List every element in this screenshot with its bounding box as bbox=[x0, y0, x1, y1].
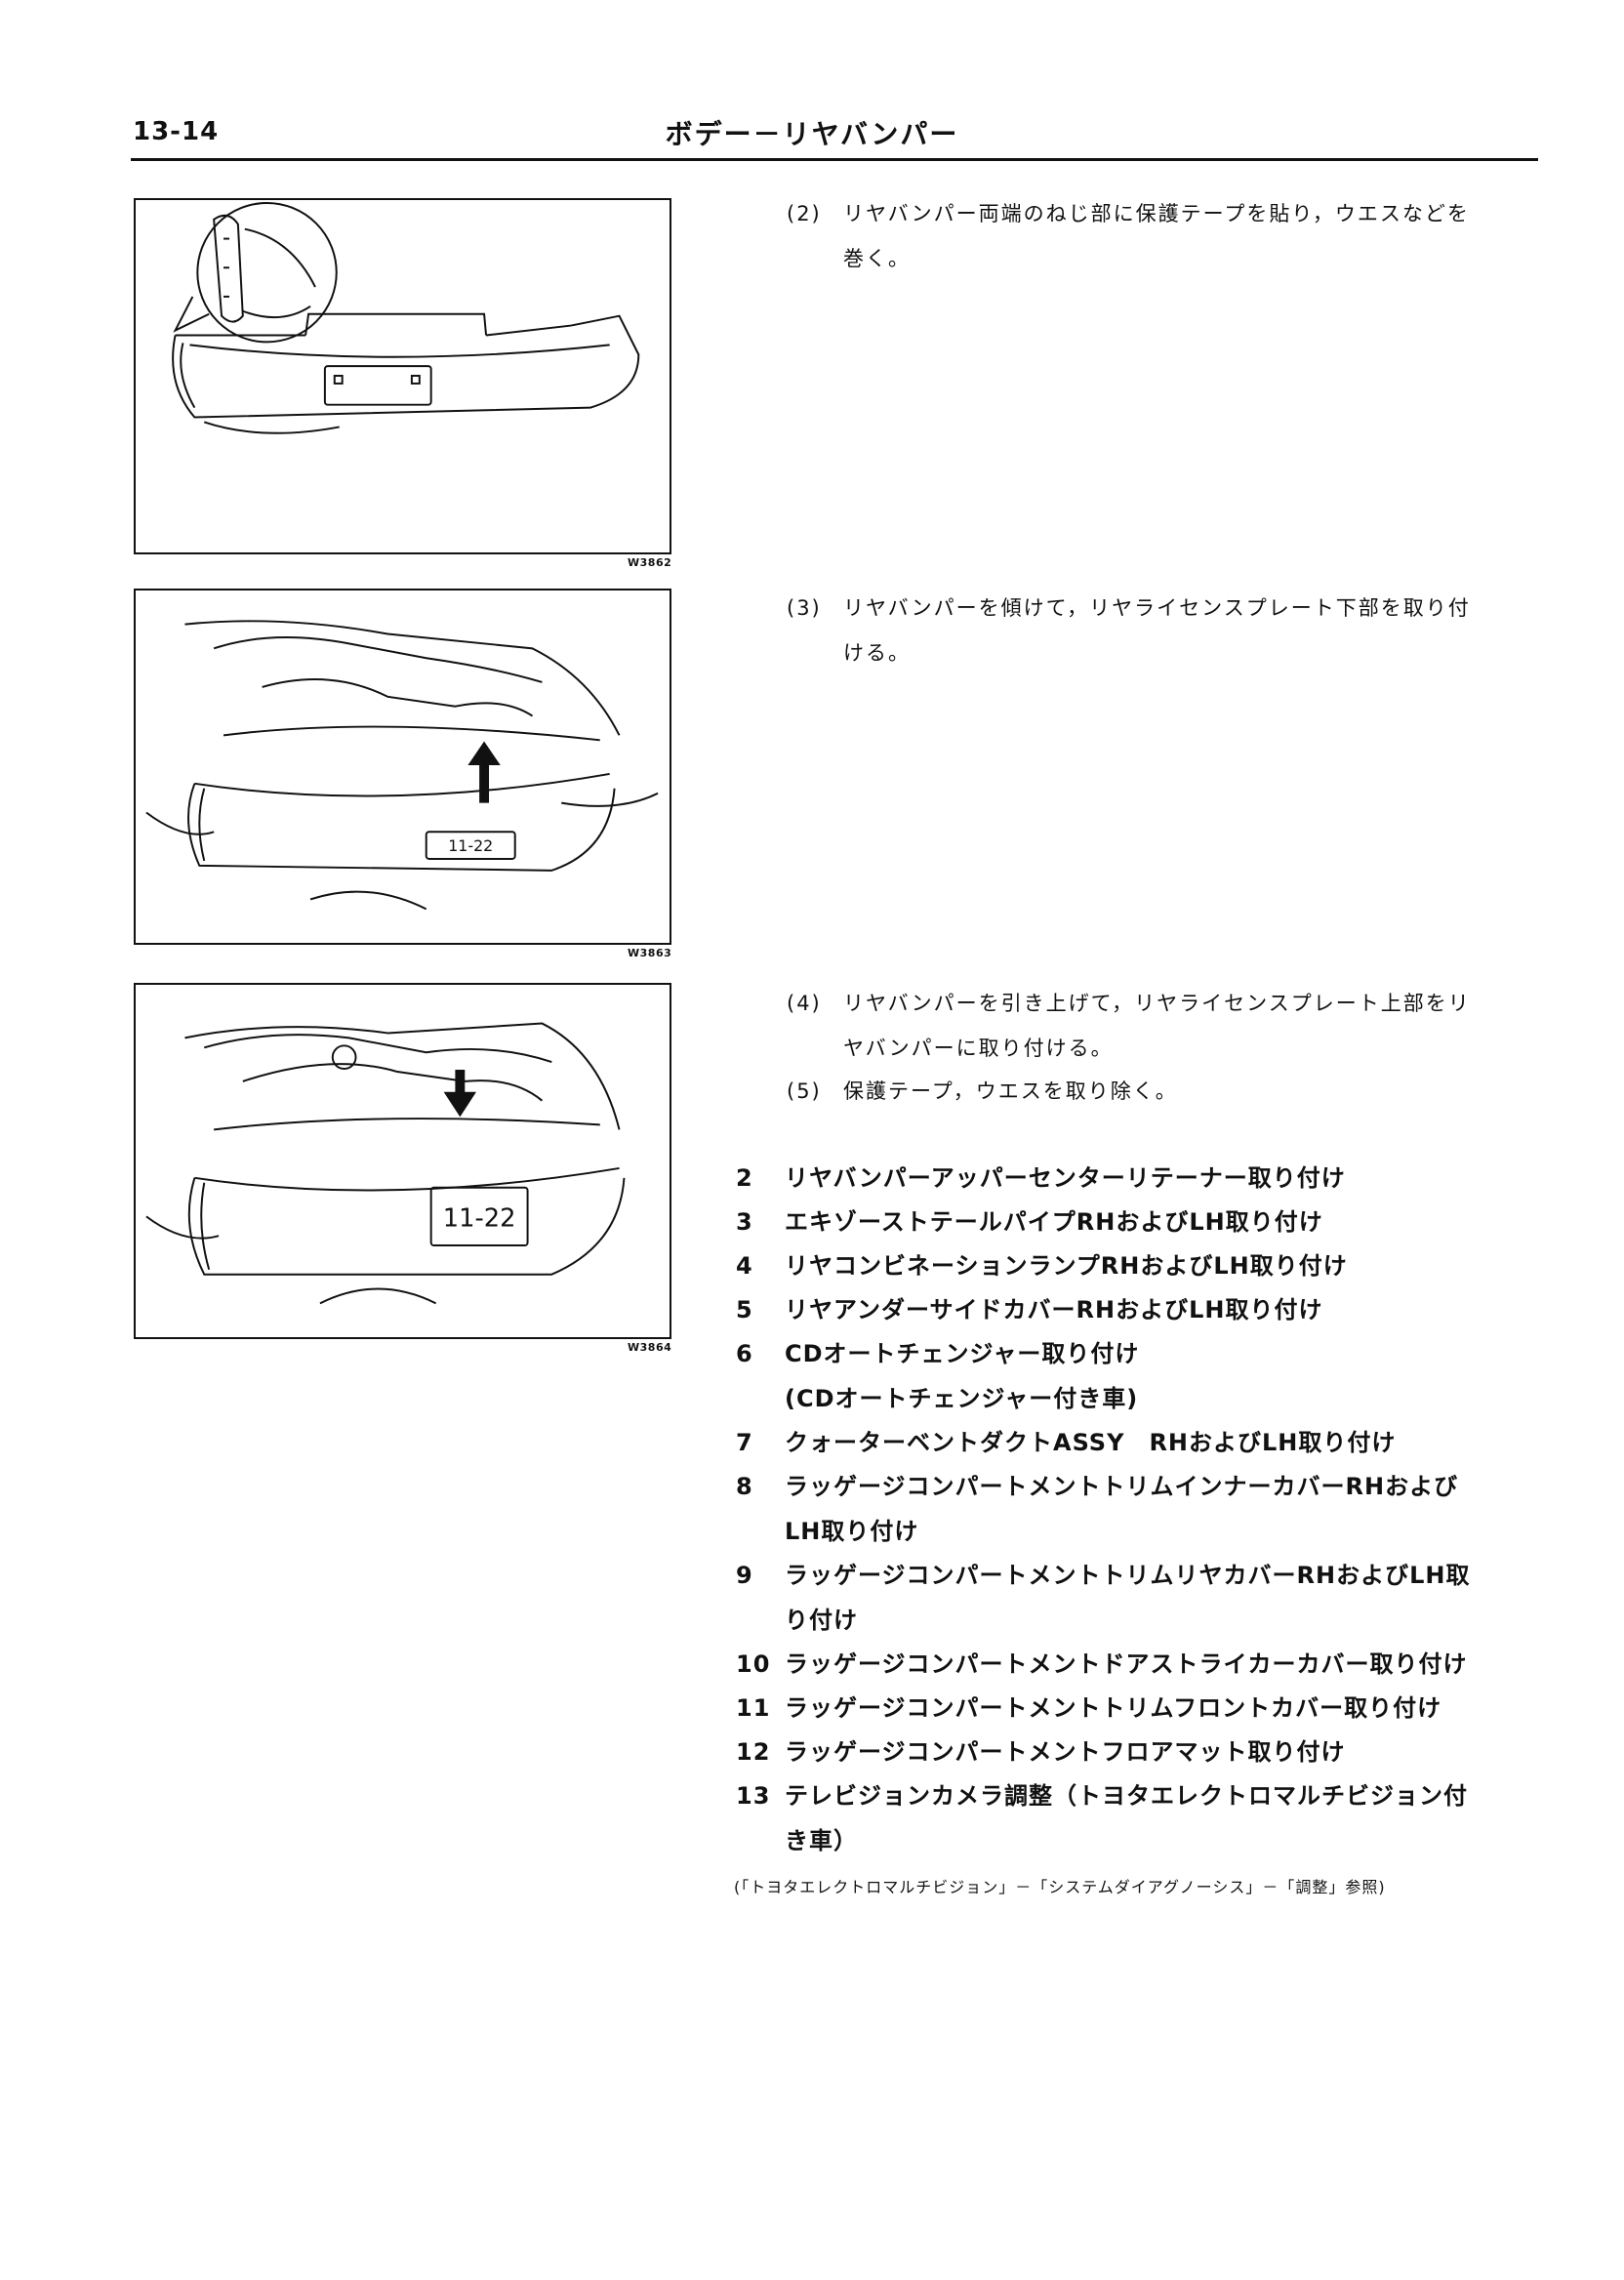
item-text: ラッゲージコンパートメントドアストライカーカバー取り付け bbox=[785, 1650, 1468, 1678]
step-text: 巻く。 bbox=[843, 247, 911, 270]
item-number: 6 bbox=[736, 1340, 753, 1367]
page-title: ボデー－リヤバンパー bbox=[665, 118, 959, 150]
item-text: リヤコンビネーションランプRHおよびLH取り付け bbox=[785, 1252, 1348, 1280]
item-text: リヤアンダーサイドカバーRHおよびLH取り付け bbox=[785, 1296, 1323, 1323]
step-number: (4) bbox=[787, 992, 822, 1015]
item-text: テレビジョンカメラ調整（トヨタエレクトロマルチビジョン付 bbox=[785, 1782, 1468, 1810]
bumper-tape-illustration bbox=[172, 201, 640, 434]
step-number: (2) bbox=[787, 202, 822, 225]
license-plate-label: 11-22 bbox=[448, 836, 493, 855]
figure-code: W3864 bbox=[628, 1341, 672, 1354]
item-number: 9 bbox=[736, 1562, 753, 1589]
step-text: リヤバンパーを傾けて，リヤライセンスプレート下部を取り付 bbox=[843, 596, 1471, 620]
item-text: リヤバンパーアッパーセンターリテーナー取り付け bbox=[785, 1164, 1346, 1192]
item-text: (CDオートチェンジャー付き車) bbox=[785, 1385, 1139, 1412]
item-number: 10 bbox=[736, 1650, 771, 1678]
reference-note: (「トヨタエレクトロマルチビジョン」－「システムダイアグノーシス」－「調整」参照… bbox=[734, 1878, 1386, 1896]
item-text: クォーターベントダクトASSY RHおよびLH取り付け bbox=[785, 1429, 1397, 1456]
item-number: 7 bbox=[736, 1429, 753, 1456]
step-text: リヤバンパー両端のねじ部に保護テープを貼り，ウエスなどを bbox=[843, 202, 1470, 225]
item-number: 4 bbox=[736, 1252, 753, 1280]
bumper-lift-illustration: 11-22 bbox=[145, 1022, 626, 1305]
step-text: ける。 bbox=[843, 641, 911, 665]
item-text: ラッゲージコンパートメントトリムリヤカバーRHおよびLH取 bbox=[785, 1562, 1471, 1589]
step-text: リヤバンパーを引き上げて，リヤライセンスプレート上部をリ bbox=[843, 992, 1471, 1015]
item-number: 11 bbox=[736, 1694, 771, 1722]
item-number: 8 bbox=[736, 1473, 753, 1500]
item-text: CDオートチェンジャー取り付け bbox=[785, 1340, 1140, 1367]
item-text: エキゾーストテールパイプRHおよびLH取り付け bbox=[785, 1208, 1323, 1236]
step-text: 保護テープ，ウエスを取り除く。 bbox=[843, 1079, 1178, 1103]
item-text: ラッゲージコンパートメントトリムフロントカバー取り付け bbox=[785, 1694, 1442, 1722]
item-text: ラッゲージコンパートメントフロアマット取り付け bbox=[785, 1738, 1346, 1766]
item-text: き車） bbox=[785, 1827, 858, 1854]
page-number: 13-14 bbox=[133, 117, 220, 146]
bumper-tilt-illustration: 11-22 bbox=[145, 620, 659, 911]
figure-bumper-tape bbox=[134, 198, 671, 554]
item-text: り付け bbox=[785, 1607, 858, 1634]
item-text: ラッゲージコンパートメントトリムインナーカバーRHおよび bbox=[785, 1473, 1459, 1500]
figure-bumper-lift: 11-22 bbox=[134, 983, 671, 1339]
step-number: (3) bbox=[787, 596, 822, 620]
item-text: LH取り付け bbox=[785, 1518, 919, 1545]
step-number: (5) bbox=[787, 1079, 822, 1103]
step-text: ヤバンパーに取り付ける。 bbox=[843, 1037, 1114, 1060]
license-plate-label: 11-22 bbox=[443, 1203, 516, 1233]
item-number: 12 bbox=[736, 1738, 771, 1766]
figure-code: W3862 bbox=[628, 556, 672, 569]
item-number: 13 bbox=[736, 1782, 771, 1810]
figure-code: W3863 bbox=[628, 947, 672, 959]
item-number: 2 bbox=[736, 1164, 753, 1192]
figure-bumper-tilt: 11-22 bbox=[134, 589, 671, 945]
item-number: 5 bbox=[736, 1296, 753, 1323]
item-number: 3 bbox=[736, 1208, 753, 1236]
header-divider bbox=[131, 158, 1538, 161]
